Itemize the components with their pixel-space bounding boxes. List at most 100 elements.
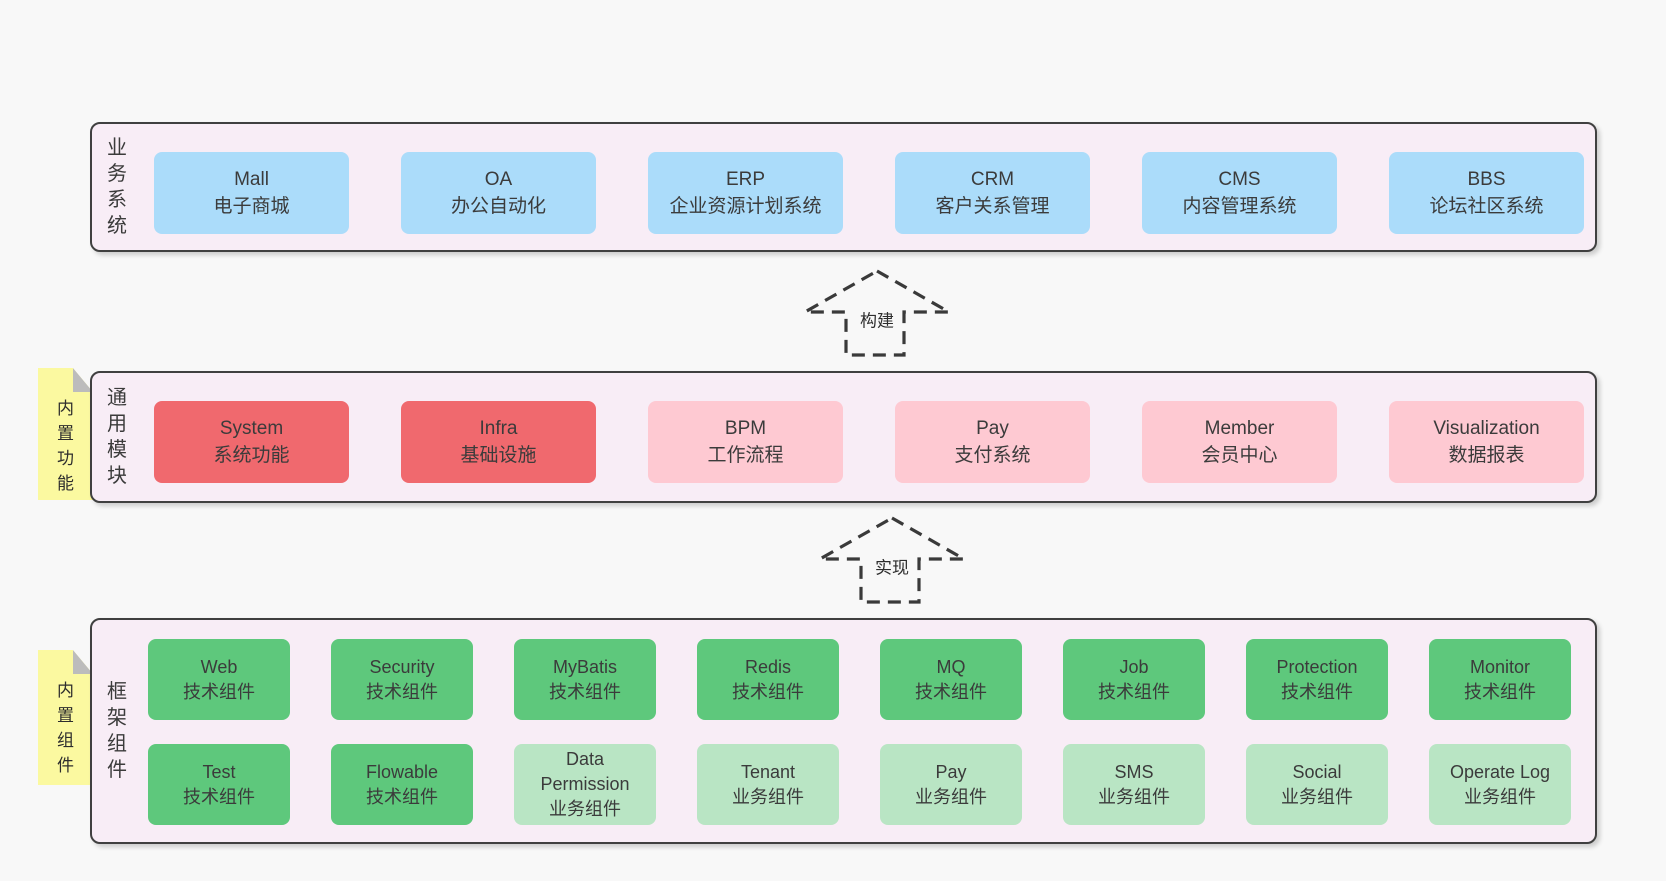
module-box-system: System 系统功能: [154, 401, 349, 483]
module-box-mq: MQ 技术组件: [880, 639, 1022, 720]
module-name: Monitor: [1469, 656, 1531, 677]
module-box-test: Test 技术组件: [148, 744, 290, 825]
module-name: Operate Log: [1449, 761, 1551, 782]
module-box-infra: Infra 基础设施: [401, 401, 596, 483]
module-description: 业务组件: [1281, 786, 1353, 807]
module-description: 业务组件: [732, 786, 804, 807]
module-name: BPM: [724, 418, 767, 439]
module-box-crm: CRM 客户关系管理: [895, 152, 1090, 234]
module-description: 工作流程: [707, 445, 784, 466]
band-common-modules: 通 用 模 块 System 系统功能 Infra 基础设施 BPM 工作流程 Pay 支付系…: [90, 371, 1597, 503]
module-name: Tenant: [740, 761, 796, 782]
module-name: Social: [1292, 761, 1342, 782]
module-name: MyBatis: [552, 656, 617, 677]
module-description: 企业资源计划系统: [669, 196, 822, 217]
module-description: 业务组件: [915, 786, 987, 807]
module-name: BBS: [1467, 169, 1506, 190]
module-name: Redis: [744, 656, 792, 677]
module-description: 客户关系管理: [935, 196, 1050, 217]
module-description: 技术组件: [1464, 681, 1536, 702]
module-description: 技术组件: [366, 786, 438, 807]
module-description: 技术组件: [366, 681, 438, 702]
module-box-cms: CMS 内容管理系统: [1142, 152, 1337, 234]
module-name: MQ: [936, 656, 966, 677]
module-box-redis: Redis 技术组件: [697, 639, 839, 720]
module-description: 技术组件: [915, 681, 987, 702]
module-name: System: [219, 418, 284, 439]
sticky-note-text: 内 置 功 能: [57, 399, 74, 493]
module-description: 技术组件: [1281, 681, 1353, 702]
business-systems-row: Mall 电子商城 OA 办公自动化 ERP 企业资源计划系统 CRM 客户关系管理 CMS 内容…: [154, 152, 1584, 234]
module-box-data-permission: Data Permission 业务组件: [514, 744, 656, 825]
module-box-job: Job 技术组件: [1063, 639, 1205, 720]
module-box-visualization: Visualization 数据报表: [1389, 401, 1584, 483]
module-box-bpm: BPM 工作流程: [648, 401, 843, 483]
module-description: 办公自动化: [450, 196, 546, 217]
module-name: OA: [484, 169, 513, 190]
module-description: 论坛社区系统: [1429, 196, 1544, 217]
build-arrow: 构建: [800, 267, 955, 359]
module-name: Job: [1119, 656, 1149, 677]
band-label-framework-components: 框 架 组 件: [107, 681, 127, 781]
module-name: Visualization: [1433, 418, 1540, 439]
module-description: 会员中心: [1201, 445, 1278, 466]
module-box-protection: Protection 技术组件: [1246, 639, 1388, 720]
band-label-business-systems: 业 务 系 统: [107, 137, 127, 237]
band-business-systems: 业 务 系 统 Mall 电子商城 OA 办公自动化 ERP 企业资源计划系统 CRM 客户关…: [90, 122, 1597, 252]
module-description: 系统功能: [213, 445, 290, 466]
module-name: Test: [202, 761, 236, 782]
module-name: Pay: [935, 761, 967, 782]
module-description: 支付系统: [954, 445, 1031, 466]
module-name: Protection: [1276, 656, 1358, 677]
module-name: Flowable: [365, 761, 439, 782]
module-name: Infra: [479, 418, 518, 439]
module-box-pay: Pay 业务组件: [880, 744, 1022, 825]
module-box-social: Social 业务组件: [1246, 744, 1388, 825]
module-box-mall: Mall 电子商城: [154, 152, 349, 234]
implement-arrow-label: 实现: [870, 552, 914, 580]
module-name: Web: [200, 656, 238, 677]
module-name: SMS: [1114, 761, 1154, 782]
module-description: 业务组件: [1098, 786, 1170, 807]
module-name: Mall: [234, 169, 269, 190]
module-box-flowable: Flowable 技术组件: [331, 744, 473, 825]
module-description: 基础设施: [460, 445, 537, 466]
sticky-note-builtin-features: 内 置 功 能: [38, 368, 93, 500]
module-box-monitor: Monitor 技术组件: [1429, 639, 1571, 720]
module-box-operate-log: Operate Log 业务组件: [1429, 744, 1571, 825]
module-box-bbs: BBS 论坛社区系统: [1389, 152, 1584, 234]
module-name: Data Permission: [540, 749, 630, 794]
module-description: 内容管理系统: [1182, 196, 1297, 217]
module-box-oa: OA 办公自动化: [401, 152, 596, 234]
sticky-note-text: 内 置 组 件: [57, 681, 74, 775]
dashed-up-arrow-icon: [815, 516, 970, 604]
module-description: 技术组件: [1098, 681, 1170, 702]
module-box-member: Member 会员中心: [1142, 401, 1337, 483]
module-description: 技术组件: [183, 786, 255, 807]
module-description: 业务组件: [1464, 786, 1536, 807]
module-description: 电子商城: [213, 196, 290, 217]
module-box-sms: SMS 业务组件: [1063, 744, 1205, 825]
common-modules-row: System 系统功能 Infra 基础设施 BPM 工作流程 Pay 支付系统 Member 会…: [154, 401, 1584, 483]
module-description: 数据报表: [1448, 445, 1525, 466]
module-description: 业务组件: [549, 799, 621, 819]
implement-arrow: 实现: [815, 514, 970, 606]
sticky-note-builtin-components: 内 置 组 件: [38, 650, 93, 785]
module-description: 技术组件: [732, 681, 804, 702]
module-name: CRM: [970, 169, 1015, 190]
module-name: Pay: [976, 418, 1009, 439]
module-box-pay: Pay 支付系统: [895, 401, 1090, 483]
module-name: Member: [1204, 418, 1275, 439]
module-name: ERP: [725, 169, 766, 190]
module-box-erp: ERP 企业资源计划系统: [648, 152, 843, 234]
module-box-tenant: Tenant 业务组件: [697, 744, 839, 825]
module-name: CMS: [1218, 169, 1261, 190]
band-label-common-modules: 通 用 模 块: [107, 387, 127, 487]
